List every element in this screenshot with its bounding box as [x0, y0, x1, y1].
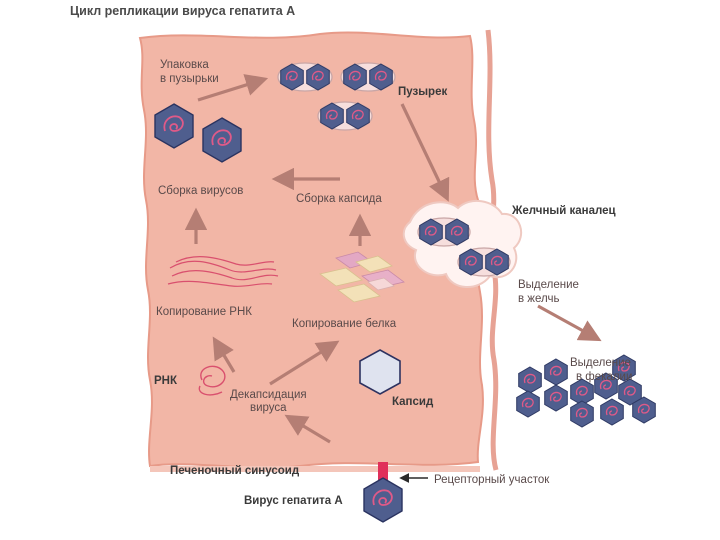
- label-bile-canaliculus: Желчный каналец: [511, 205, 616, 217]
- virion: [544, 358, 568, 386]
- virion: [518, 366, 542, 394]
- virion: [570, 400, 594, 428]
- arrow-bile-to-feces: [537, 304, 602, 342]
- virion: [544, 384, 568, 412]
- rna-strands: [171, 270, 279, 281]
- virion: [516, 390, 540, 418]
- label-uncoating: вируса: [250, 402, 287, 414]
- arrow-uncoating-to-protein: [269, 340, 340, 386]
- rna-strands: [175, 256, 275, 266]
- protein-sheet: [367, 277, 395, 291]
- label-excretion-bile: в желчь: [518, 293, 559, 305]
- hepatitis-a-virion: [363, 477, 403, 523]
- diagram-title: Цикл репликации вируса гепатита А: [70, 4, 295, 18]
- label-packaging: Упаковка: [160, 59, 209, 71]
- protein-sheet: [355, 255, 393, 273]
- rna-curl: [200, 365, 226, 388]
- rna-strands: [167, 280, 273, 288]
- label-uncoating: Декапсидация: [230, 389, 307, 401]
- label-rna-copying: Копирование РНК: [156, 306, 252, 318]
- label-hav: Вирус гепатита А: [244, 495, 343, 507]
- liver-sinusoid-strip: [150, 466, 480, 472]
- label-protein-copying: Копирование белка: [292, 318, 397, 330]
- label-vesicle: Пузырек: [398, 86, 447, 98]
- arrow-entry-to-uncoating: [284, 414, 331, 444]
- label-virus-assembly: Сборка вирусов: [158, 185, 243, 197]
- label-receptor-site: Рецепторный участок: [434, 474, 550, 486]
- protein-sheet: [337, 283, 381, 303]
- label-excretion-feces: Выделение: [570, 357, 631, 369]
- label-capsid: Капсид: [392, 396, 434, 408]
- rna-curl: [198, 385, 223, 396]
- receptor-site: [378, 462, 388, 484]
- arrow-vesicle-to-canaliculus: [400, 103, 450, 202]
- label-liver-sinusoid: Печеночный синусоид: [170, 465, 300, 477]
- protein-sheet: [319, 267, 363, 287]
- virion: [600, 398, 624, 426]
- label-excretion-bile: Выделение: [518, 279, 579, 291]
- label-rna: РНК: [154, 375, 178, 387]
- arrow-uncoating-to-rna: [212, 336, 236, 373]
- label-capsid-assembly: Сборка капсида: [296, 193, 382, 205]
- rna-strands: [169, 260, 277, 273]
- label-packaging: в пузырьки: [160, 73, 219, 85]
- label-excretion-feces: в фекалии: [576, 371, 632, 383]
- arrow-assembly-to-packaging: [197, 74, 269, 102]
- capsid-shape: [359, 349, 401, 395]
